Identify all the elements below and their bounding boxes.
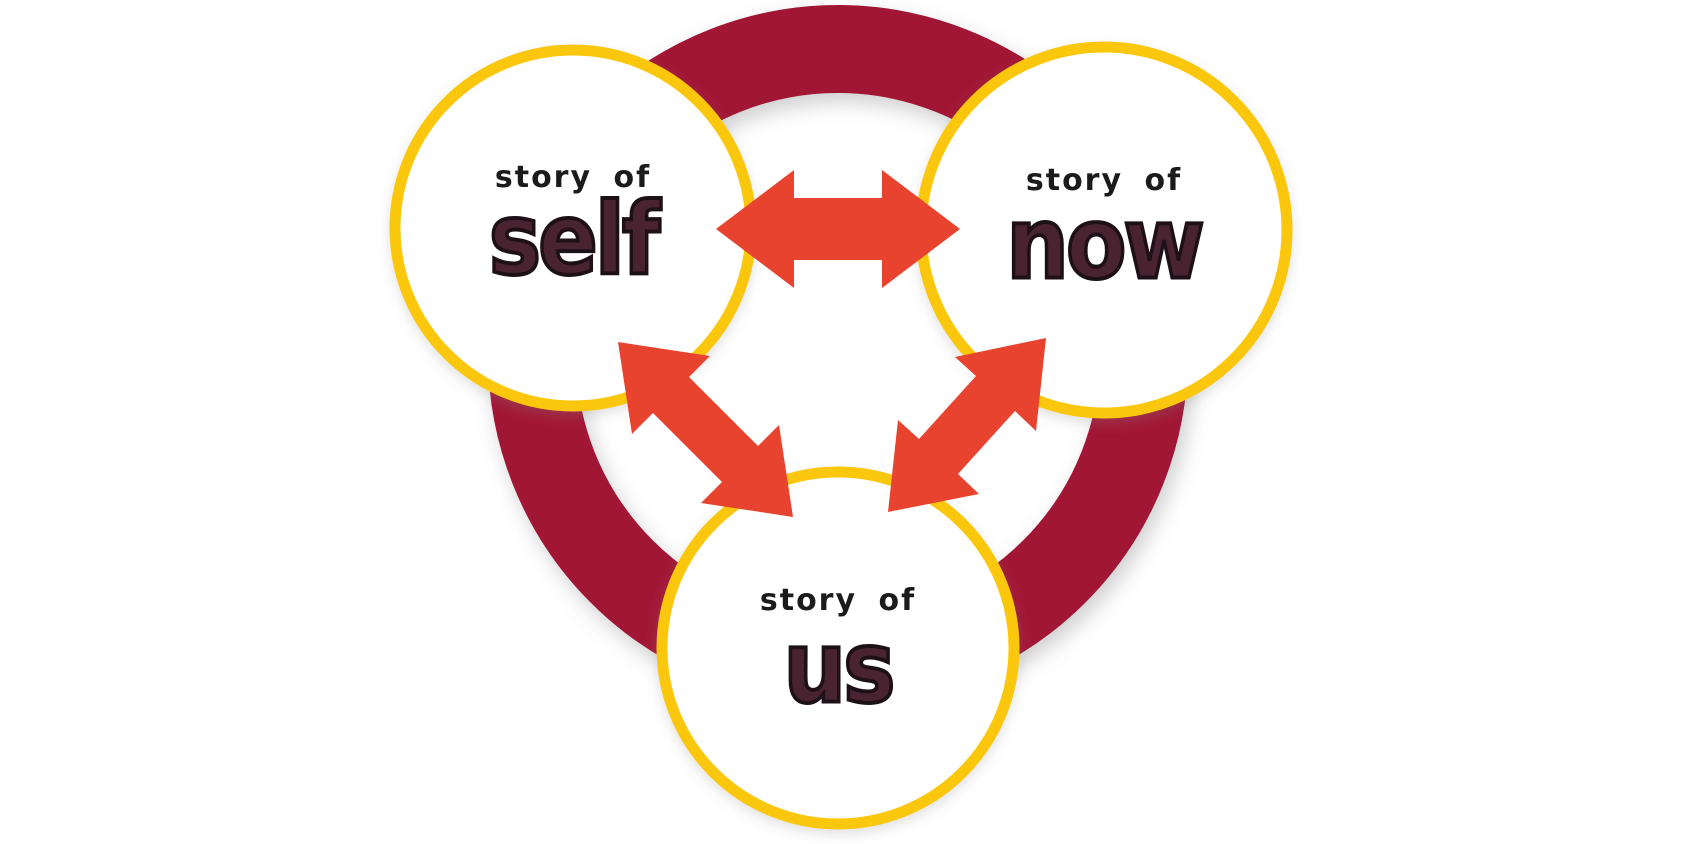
label-now-word: now — [1005, 185, 1207, 302]
arrow-self-now — [716, 170, 960, 288]
circle-us — [656, 466, 1020, 830]
label-us-word: us — [782, 609, 898, 726]
label-now-prefix: story of — [1026, 166, 1182, 196]
self-prefix-text: story of — [494, 160, 652, 195]
self-word-text: self — [487, 181, 662, 298]
arrow-now-us — [888, 338, 1046, 512]
label-self-prefix: story of — [495, 163, 651, 193]
now-word-text: now — [1005, 185, 1207, 302]
label-self-word: self — [487, 181, 662, 298]
arrow-self-us — [618, 342, 793, 517]
us-prefix-text: story of — [759, 583, 917, 618]
label-us-prefix: story of — [760, 586, 916, 616]
now-prefix-text: story of — [1025, 163, 1183, 198]
us-word-text: us — [782, 609, 898, 726]
